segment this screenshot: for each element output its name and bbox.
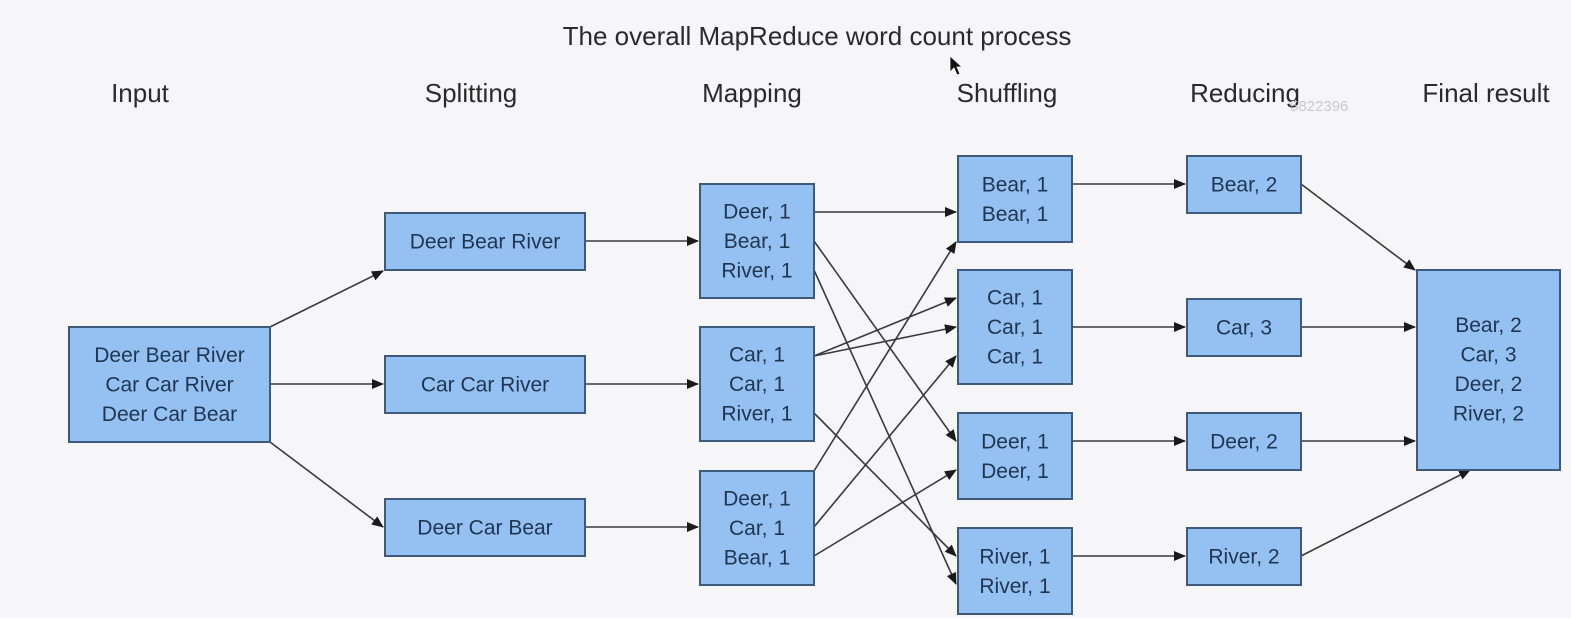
node-box [957,527,1073,615]
node-text: Deer, 2 [1210,431,1278,454]
edge-input-to-split1 [269,270,384,328]
node-shuf3: Deer, 1 Deer, 1 [957,412,1073,500]
node-box [384,355,586,414]
node-red1: Bear, 2 [1186,155,1302,214]
node-map1: Deer, 1 Bear, 1 River, 1 [699,183,815,299]
node-shuf4: River, 1 River, 1 [957,527,1073,615]
node-shuf2: Car, 1 Car, 1 Car, 1 [957,269,1073,385]
node-text: Car, 1 [987,316,1043,339]
node-box [68,326,271,443]
node-box [1186,155,1302,214]
node-text: River, 1 [979,575,1050,598]
node-red4: River, 2 [1186,527,1302,586]
node-text: Car, 3 [1460,344,1516,367]
node-map3: Deer, 1 Car, 1 Bear, 1 [699,470,815,586]
node-text: Car Car River [105,374,233,397]
node-text: Deer, 1 [981,430,1049,453]
node-text: Deer Car Bear [417,517,552,540]
node-box [384,212,586,271]
edge-map2-to-shuf2 [813,324,957,357]
node-text: Car, 1 [987,346,1043,369]
stage-label-final-result: Final result [1422,78,1550,108]
node-box [957,412,1073,500]
node-red2: Car, 3 [1186,298,1302,357]
node-text: Bear, 2 [1455,314,1522,337]
node-final: Bear, 2 Car, 3 Deer, 2 River, 2 [1416,269,1561,471]
node-split1: Deer Bear River [384,212,586,271]
node-text: Deer, 1 [723,488,791,511]
edge-map1-to-shuf4 [813,269,957,585]
node-text: River, 2 [1208,546,1279,569]
node-text: Car Car River [421,374,549,397]
mouse-cursor-icon [949,55,964,76]
edge-input-to-split3 [269,441,384,528]
node-text: Bear, 1 [982,203,1049,226]
node-red3: Deer, 2 [1186,412,1302,471]
stage-label-shuffling: Shuffling [957,78,1058,108]
stage-label-reducing: Reducing [1190,78,1300,108]
node-box [1186,298,1302,357]
node-text: Deer Car Bear [102,403,237,426]
node-shuf1: Bear, 1 Bear, 1 [957,155,1073,243]
node-text: Car, 1 [729,517,785,540]
stage-label-input: Input [111,78,170,108]
node-split3: Deer Car Bear [384,498,586,557]
node-text: Bear, 1 [724,547,791,570]
node-text: Deer Bear River [410,231,561,254]
node-text: Bear, 2 [1211,174,1278,197]
node-text: Bear, 1 [724,230,791,253]
node-box [699,470,815,586]
node-box [384,498,586,557]
node-text: Deer, 1 [723,201,791,224]
node-split2: Car Car River [384,355,586,414]
edge-map2-to-shuf4 [813,412,957,557]
node-text: River, 1 [979,545,1050,568]
node-box [1186,527,1302,586]
node-text: River, 1 [721,260,792,283]
stage-label-mapping: Mapping [702,78,802,108]
node-text: Car, 1 [729,373,785,396]
stage-label-splitting: Splitting [425,78,518,108]
edge-map3-to-shuf3 [813,469,957,557]
node-text: River, 2 [1453,403,1524,426]
node-text: Car, 1 [729,344,785,367]
node-text: River, 1 [721,403,792,426]
node-box [957,269,1073,385]
node-text: Car, 1 [987,287,1043,310]
node-text: Deer, 1 [981,460,1049,483]
node-box [699,326,815,442]
edge-map2-to-shuf2 [813,297,957,357]
node-map2: Car, 1 Car, 1 River, 1 [699,326,815,442]
edge-red4-to-final [1300,469,1471,557]
node-text: Deer, 2 [1455,373,1523,396]
watermark: 5822396 [1290,98,1348,115]
edge-map3-to-shuf1 [813,241,957,472]
node-box [957,155,1073,243]
node-box [1186,412,1302,471]
node-text: Car, 3 [1216,317,1272,340]
node-box [699,183,815,299]
node-box [1416,269,1561,471]
diagram-title: The overall MapReduce word count process [563,21,1072,51]
node-text: Deer Bear River [94,344,245,367]
edge-map3-to-shuf2 [813,355,957,528]
node-text: Bear, 1 [982,173,1049,196]
edge-red1-to-final [1300,183,1416,271]
